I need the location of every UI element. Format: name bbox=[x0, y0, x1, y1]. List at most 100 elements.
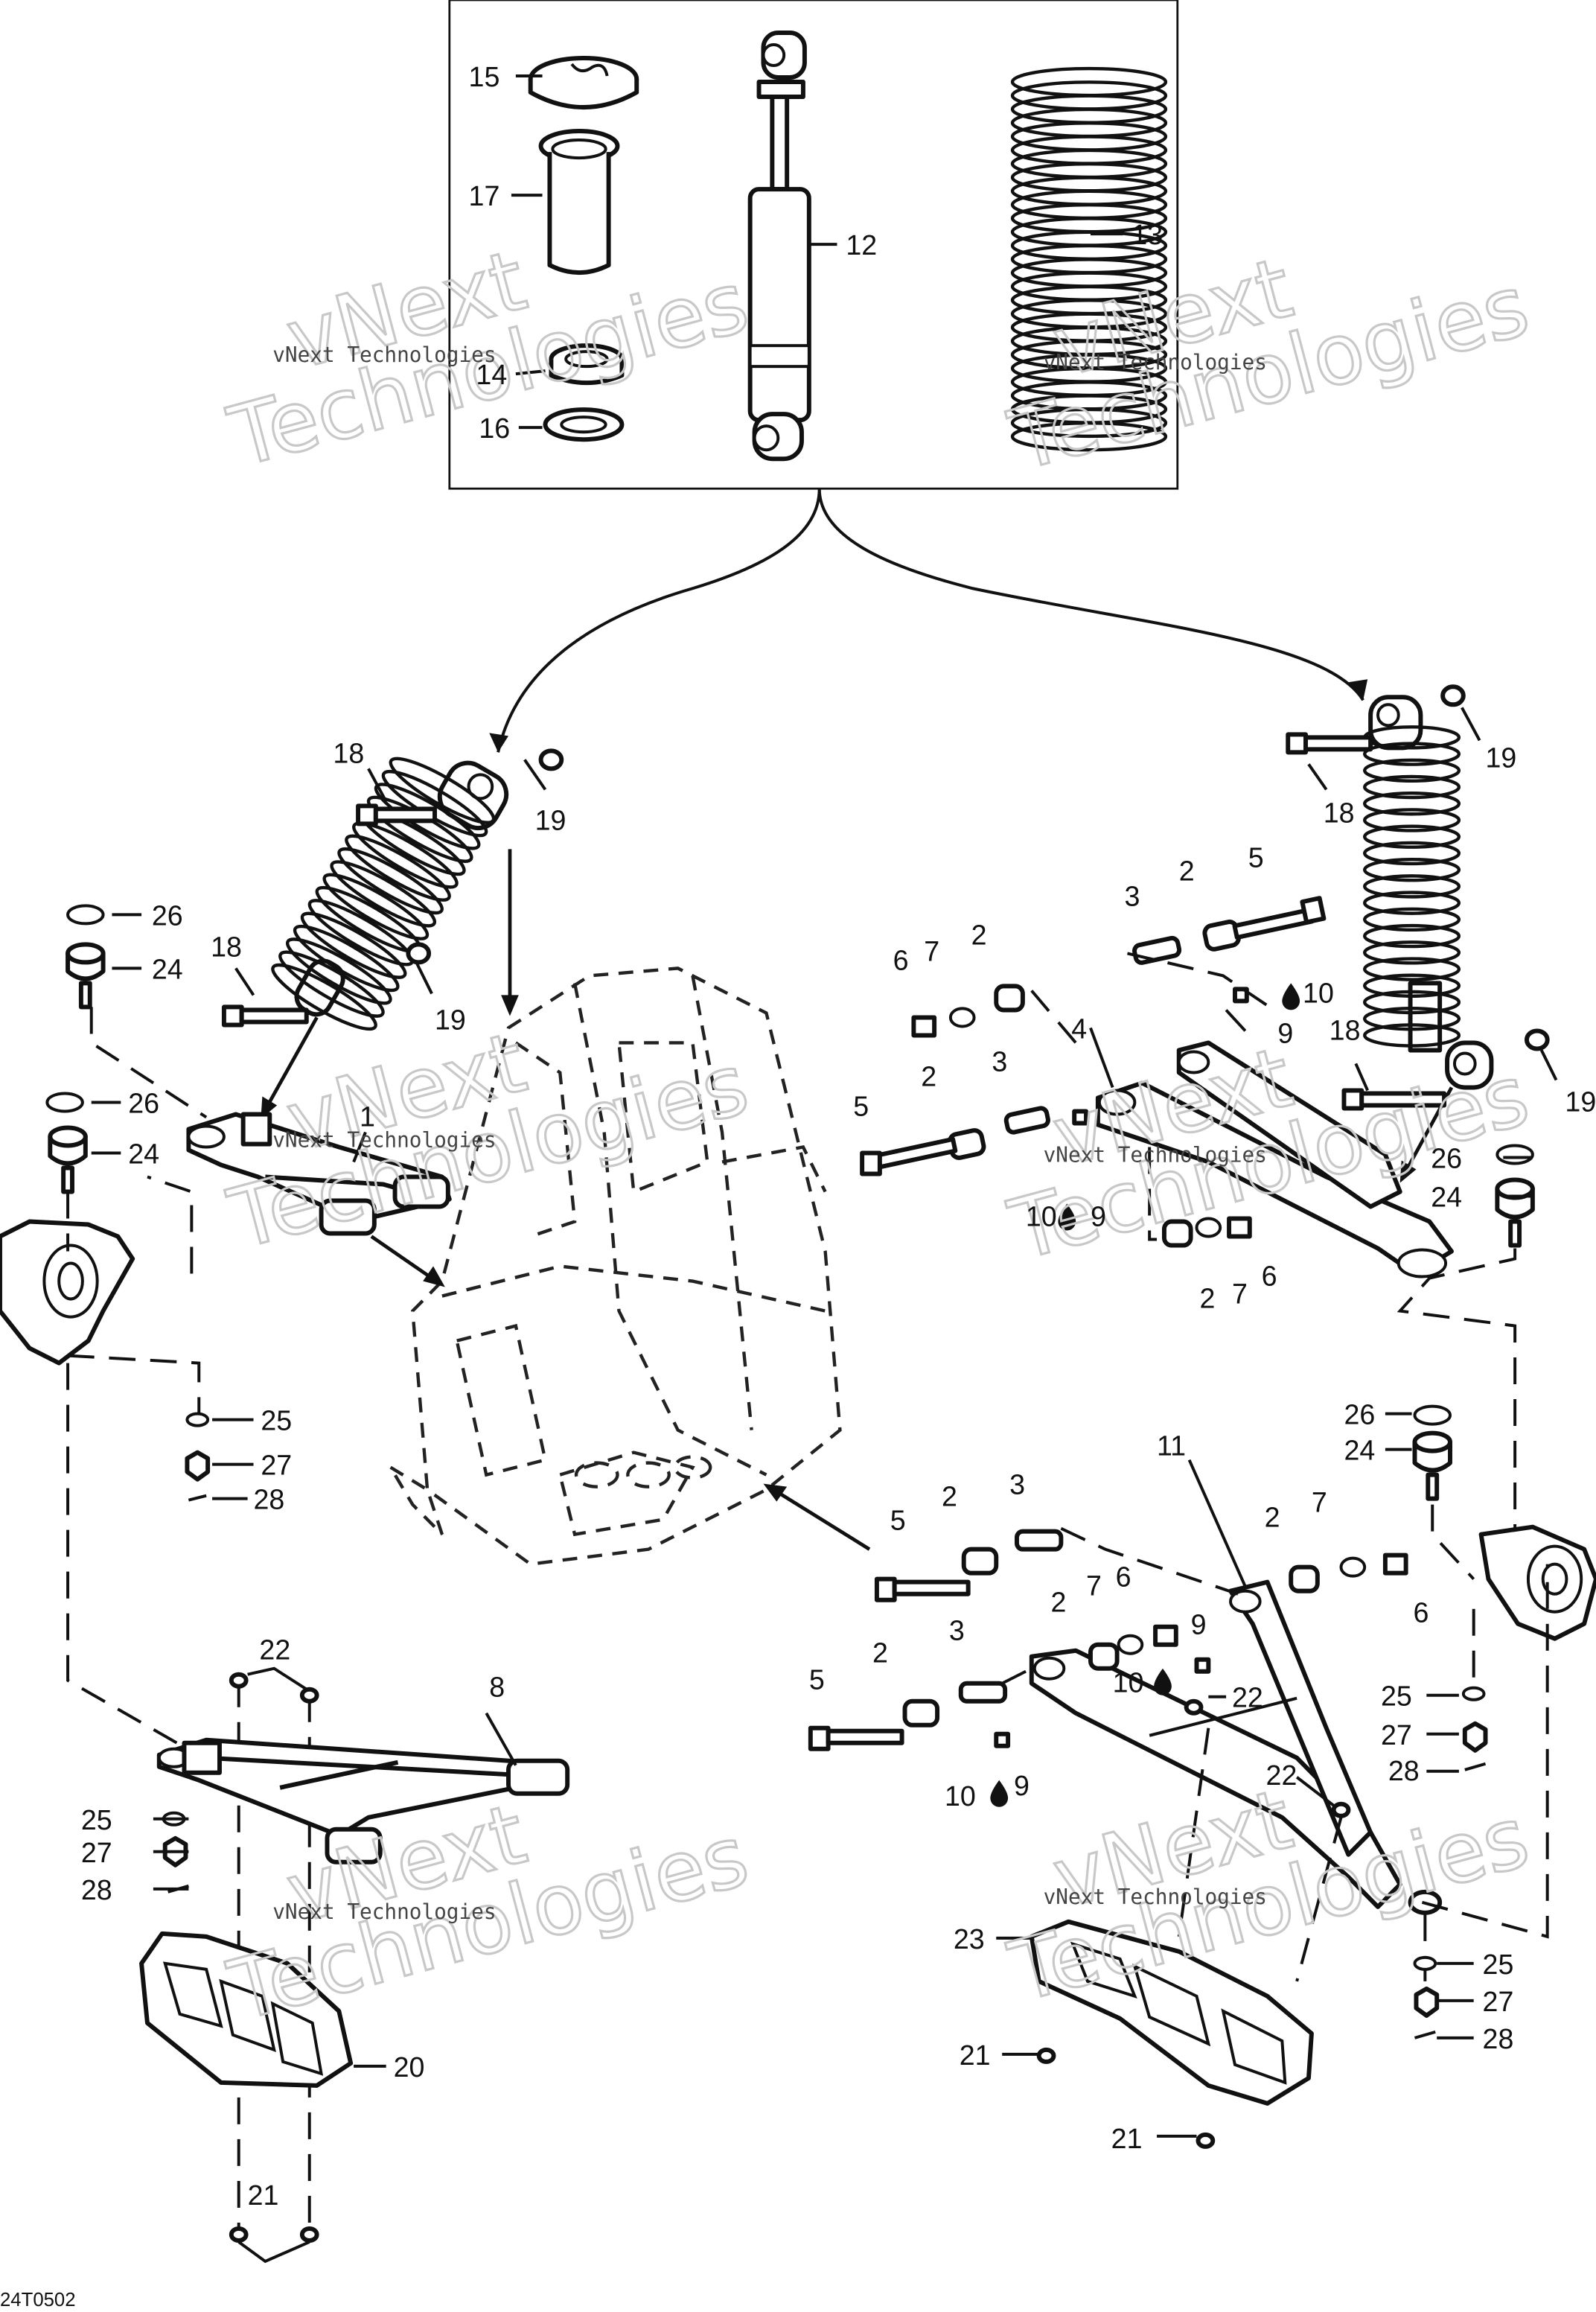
callout-10: 10 bbox=[1026, 1201, 1057, 1232]
callout-1: 1 bbox=[360, 1101, 375, 1133]
callout-25: 25 bbox=[1483, 1949, 1514, 1981]
callout-27: 27 bbox=[81, 1838, 112, 1869]
callout-3: 3 bbox=[1009, 1469, 1025, 1500]
callout-9: 9 bbox=[1277, 1018, 1293, 1049]
right-lower-guide-lines bbox=[1001, 1504, 1549, 1982]
callout-3: 3 bbox=[949, 1616, 965, 1647]
callout-6: 6 bbox=[1262, 1261, 1277, 1292]
callout-6: 6 bbox=[893, 945, 909, 976]
callout-9: 9 bbox=[1091, 1201, 1106, 1232]
callout-26: 26 bbox=[1431, 1143, 1462, 1174]
ball-joint-24-left-upper bbox=[66, 942, 106, 1010]
callout-5: 5 bbox=[809, 1665, 825, 1696]
washer-25-right-lower bbox=[1413, 1955, 1437, 1971]
washer-25-right-upper bbox=[1461, 1686, 1486, 1701]
callout-22: 22 bbox=[1232, 1683, 1263, 1714]
callout-25: 25 bbox=[1381, 1681, 1412, 1713]
right-shock-assembly bbox=[1363, 695, 1494, 1090]
callout-19: 19 bbox=[1565, 1086, 1596, 1118]
callout-19: 19 bbox=[1486, 742, 1517, 774]
callout-9: 9 bbox=[1191, 1610, 1207, 1641]
svg-text:vNext Technologies: vNext Technologies bbox=[1044, 1142, 1267, 1167]
callout-27: 27 bbox=[1483, 1987, 1514, 2018]
callout-26: 26 bbox=[1344, 1399, 1375, 1430]
nut-27-right-lower bbox=[1414, 1986, 1440, 2018]
callout-21: 21 bbox=[960, 2040, 991, 2071]
svg-text:vNext Technologies: vNext Technologies bbox=[272, 1899, 496, 1924]
callout-14: 14 bbox=[476, 360, 507, 391]
callout-13: 13 bbox=[1131, 220, 1163, 251]
callout-21: 21 bbox=[248, 2180, 279, 2211]
callout-24: 24 bbox=[128, 1139, 159, 1170]
right-steering-knuckle bbox=[1478, 1524, 1596, 1641]
circlip-26-left-lower bbox=[45, 1092, 84, 1113]
right-upper-hardware bbox=[860, 896, 1327, 1248]
vehicle-frame bbox=[389, 966, 842, 1566]
svg-text:vNext Technologies: vNext Technologies bbox=[272, 1127, 496, 1152]
callout-8: 8 bbox=[489, 1672, 505, 1704]
callout-5: 5 bbox=[1248, 842, 1264, 873]
callout-6: 6 bbox=[1116, 1562, 1131, 1593]
callout-7: 7 bbox=[924, 936, 939, 967]
svg-text:vNext Technologies: vNext Technologies bbox=[1044, 350, 1267, 375]
callout-22: 22 bbox=[259, 1635, 290, 1666]
callout-2: 2 bbox=[942, 1481, 957, 1512]
right-upper-guide-lines bbox=[1030, 952, 1517, 1535]
callout-3: 3 bbox=[992, 1046, 1007, 1077]
washer-25-left-upper bbox=[185, 1412, 210, 1427]
callout-16: 16 bbox=[479, 413, 510, 445]
nut-19-left-upper bbox=[538, 748, 564, 771]
shock-absorber-12 bbox=[747, 31, 811, 462]
callout-7: 7 bbox=[1086, 1571, 1102, 1602]
callout-21: 21 bbox=[1111, 2124, 1143, 2155]
callout-22: 22 bbox=[1266, 1760, 1297, 1792]
left-lower-a-arm-8 bbox=[156, 1666, 570, 1864]
spring-retainer-15 bbox=[528, 56, 639, 109]
bolt-18-right-upper bbox=[1286, 732, 1373, 755]
left-upper-a-arm-1 bbox=[186, 1112, 452, 1236]
callout-6: 6 bbox=[1414, 1598, 1429, 1629]
callout-23: 23 bbox=[954, 1924, 985, 1955]
right-lower-hardware bbox=[808, 1529, 1408, 1751]
callout-18: 18 bbox=[1330, 1015, 1361, 1046]
bolt-18-left-lower bbox=[221, 1004, 309, 1028]
cotter-pin-28-left-upper bbox=[188, 1494, 207, 1502]
callout-10: 10 bbox=[1303, 978, 1334, 1009]
callout-2: 2 bbox=[1179, 856, 1195, 887]
callout-24: 24 bbox=[152, 954, 183, 985]
lubricant-drop-icon bbox=[1154, 1668, 1172, 1695]
callout-24: 24 bbox=[1431, 1182, 1462, 1213]
diagram-reference-code: 24T0502 bbox=[0, 2290, 76, 2311]
callout-17: 17 bbox=[469, 181, 500, 212]
svg-text:vNext Technologies: vNext Technologies bbox=[272, 343, 496, 367]
callout-10: 10 bbox=[945, 1781, 976, 1812]
callout-2: 2 bbox=[1265, 1502, 1280, 1533]
callout-11: 11 bbox=[1157, 1430, 1186, 1462]
lubricant-drop-icon bbox=[1282, 983, 1300, 1010]
lubricant-drop-icon bbox=[1058, 1203, 1076, 1231]
circlip-26-right-lower bbox=[1413, 1404, 1452, 1426]
callout-2: 2 bbox=[872, 1638, 888, 1669]
callout-24: 24 bbox=[1344, 1435, 1375, 1466]
callout-7: 7 bbox=[1312, 1487, 1327, 1518]
nut-27-left-upper bbox=[185, 1450, 211, 1482]
callout-12: 12 bbox=[846, 230, 877, 261]
callout-2: 2 bbox=[971, 920, 987, 951]
circlip-26-left-upper bbox=[66, 904, 105, 926]
callout-4: 4 bbox=[1071, 1013, 1087, 1045]
left-skid-plate-20 bbox=[139, 1931, 354, 2264]
callout-2: 2 bbox=[1199, 1283, 1215, 1314]
ball-joint-24-right-upper bbox=[1495, 1177, 1535, 1248]
callout-26: 26 bbox=[152, 900, 183, 932]
callout-28: 28 bbox=[254, 1484, 285, 1515]
callout-19: 19 bbox=[435, 1004, 466, 1036]
right-lower-a-arm-11 bbox=[1029, 1579, 1443, 1915]
callout-18: 18 bbox=[333, 738, 364, 769]
callout-labels: 15 17 14 16 12 13 18 19 18 19 26 24 26 2… bbox=[81, 62, 1596, 2211]
callout-28: 28 bbox=[1388, 1756, 1420, 1787]
right-upper-a-arm-4 bbox=[1095, 1040, 1454, 1278]
callout-18: 18 bbox=[1324, 797, 1355, 829]
sleeve-17 bbox=[538, 129, 620, 276]
svg-text:vNext Technologies: vNext Technologies bbox=[1044, 1885, 1267, 1909]
coil-spring-13 bbox=[1010, 66, 1168, 452]
